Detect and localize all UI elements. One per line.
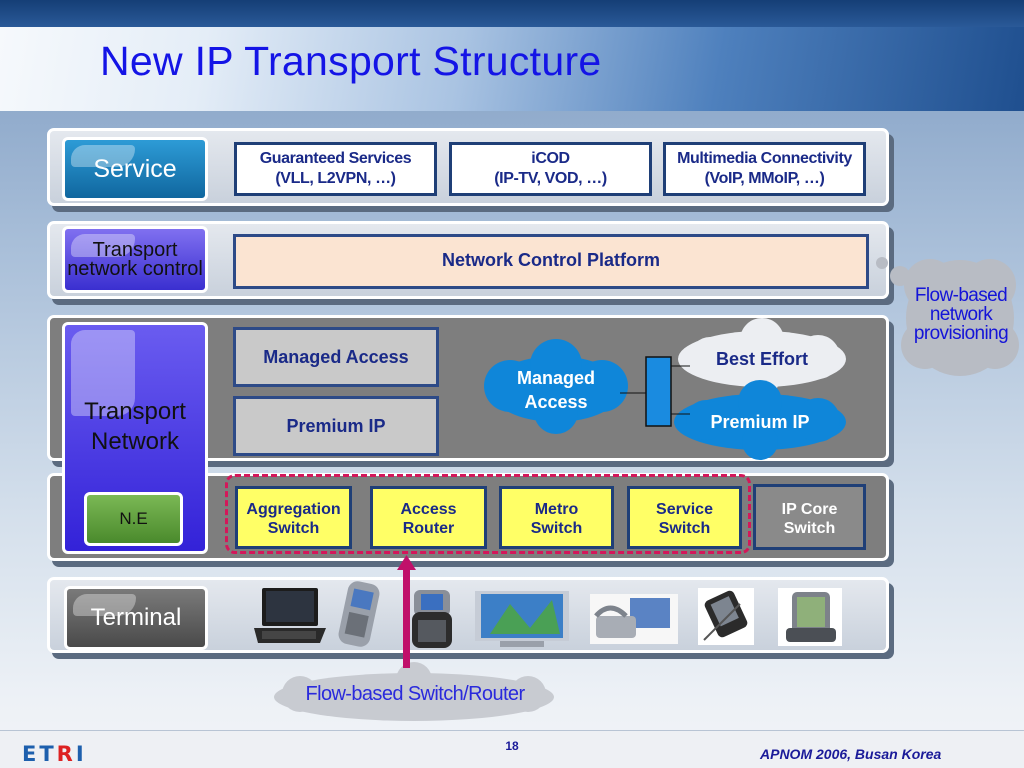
provisioning-cloud xyxy=(876,257,1019,376)
up-arrow-icon xyxy=(397,555,416,668)
ne-label: N.E xyxy=(84,492,183,546)
video-phone-icon xyxy=(590,594,678,644)
flow-switch-group-border xyxy=(225,474,751,554)
flow-switch-cloud xyxy=(274,662,554,721)
multimedia-connectivity-box: Multimedia Connectivity(VoIP, MMoIP, …) xyxy=(663,142,866,196)
pda-icon xyxy=(778,588,842,646)
conference-label: APNOM 2006, Busan Korea xyxy=(760,746,942,762)
managed-access-box: Managed Access xyxy=(233,327,439,387)
premium-ip-box: Premium IP xyxy=(233,396,439,456)
service-label: Service xyxy=(62,137,208,201)
icod-box: iCOD(IP-TV, VOD, …) xyxy=(449,142,652,196)
network-control-platform-box: Network Control Platform xyxy=(233,234,869,289)
flow-switch-note: Flow-based Switch/Router xyxy=(305,683,525,705)
best-effort-cloud xyxy=(678,318,846,396)
top-bar xyxy=(0,0,1024,27)
slide-title: New IP Transport Structure xyxy=(100,38,602,84)
transport-control-label: Transport network control xyxy=(62,226,208,293)
title-band xyxy=(0,27,1024,111)
managed-access-cloud xyxy=(484,339,628,434)
terminal-label: Terminal xyxy=(64,586,208,650)
best-effort-label: Best Effort xyxy=(715,349,808,369)
pda-stylus-icon xyxy=(698,588,754,645)
tv-icon xyxy=(475,591,569,647)
flip-phone-icon xyxy=(412,590,452,648)
laptop-icon xyxy=(254,588,326,643)
footer-bar xyxy=(0,730,1024,768)
premium-ip-cloud xyxy=(674,380,846,460)
flow-splitter xyxy=(645,356,672,427)
premium-ip-cloud-label: Premium IP xyxy=(710,412,810,432)
guaranteed-services-box: Guaranteed Services(VLL, L2VPN, …) xyxy=(234,142,437,196)
etri-logo: ETRI xyxy=(22,742,87,766)
mobile-phone-icon xyxy=(338,581,380,647)
page-number: 18 xyxy=(505,739,519,753)
